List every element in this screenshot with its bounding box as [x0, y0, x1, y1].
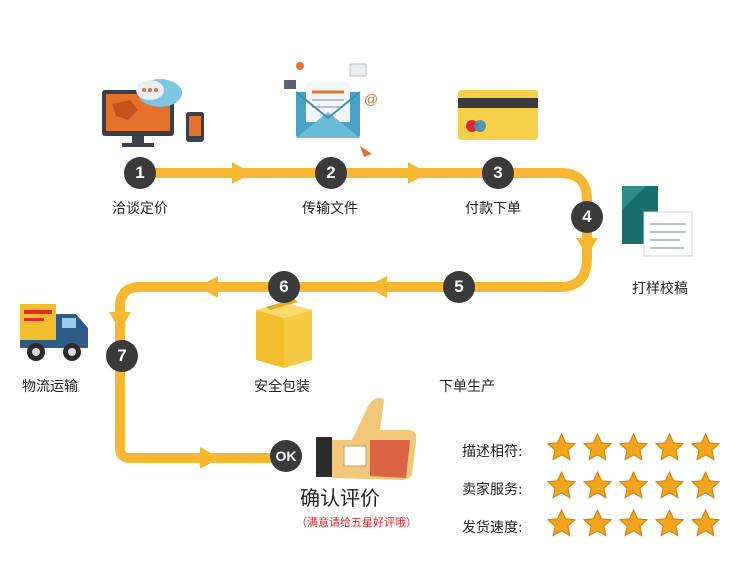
rating-stars-service — [546, 470, 721, 501]
step-badge-2: 2 — [315, 157, 347, 189]
truck-icon — [20, 304, 88, 361]
star-icon — [546, 508, 577, 539]
confirm-subtitle: （满意请给五星好评哦） — [296, 514, 417, 530]
step-badge-6: 6 — [268, 271, 300, 303]
star-icon — [618, 508, 649, 539]
svg-text:@: @ — [364, 91, 378, 107]
credit-card-icon — [458, 90, 538, 140]
thumbs-up-icon — [316, 398, 416, 480]
monitor-chat-icon — [102, 79, 204, 147]
step-label-7: 物流运输 — [22, 376, 78, 396]
step-label-6: 安全包装 — [254, 376, 310, 396]
rating-stars-description — [546, 432, 721, 463]
step-badge-ok: OK — [270, 440, 302, 472]
rating-stars-shipping — [546, 508, 721, 539]
star-icon — [618, 432, 649, 463]
star-icon — [690, 432, 721, 463]
arrow-right-icon — [408, 162, 428, 184]
step-badge-1: 1 — [124, 157, 156, 189]
document-proof-icon — [622, 186, 692, 256]
step-label-1: 洽谈定价 — [112, 198, 168, 218]
star-icon — [690, 508, 721, 539]
star-icon — [582, 470, 613, 501]
star-icon — [546, 432, 577, 463]
arrow-left-icon — [367, 276, 387, 298]
step-badge-5: 5 — [443, 271, 475, 303]
confirm-title: 确认评价 — [300, 482, 380, 511]
arrow-down-icon — [576, 238, 598, 256]
rating-label-description: 描述相符: — [462, 441, 523, 461]
star-icon — [690, 470, 721, 501]
arrow-right-icon — [200, 447, 220, 469]
rating-label-service: 卖家服务: — [462, 479, 523, 499]
step-label-4: 打样校稿 — [632, 278, 688, 298]
step-label-2: 传输文件 — [302, 198, 358, 218]
step-label-3: 付款下单 — [465, 198, 521, 218]
star-icon — [582, 508, 613, 539]
step-badge-3: 3 — [482, 157, 514, 189]
star-icon — [582, 432, 613, 463]
arrow-down-icon — [109, 312, 131, 330]
star-icon — [654, 432, 685, 463]
star-icon — [618, 470, 649, 501]
arrow-right-icon — [232, 162, 252, 184]
star-icon — [546, 470, 577, 501]
step-badge-7: 7 — [106, 340, 138, 372]
star-icon — [654, 508, 685, 539]
box-icon — [256, 299, 312, 368]
arrow-left-icon — [198, 276, 218, 298]
step-badge-4: 4 — [571, 201, 603, 233]
rating-label-shipping: 发货速度: — [462, 517, 523, 537]
step-label-5: 下单生产 — [439, 376, 495, 396]
envelope-icon: @ — [284, 62, 378, 157]
star-icon — [654, 470, 685, 501]
